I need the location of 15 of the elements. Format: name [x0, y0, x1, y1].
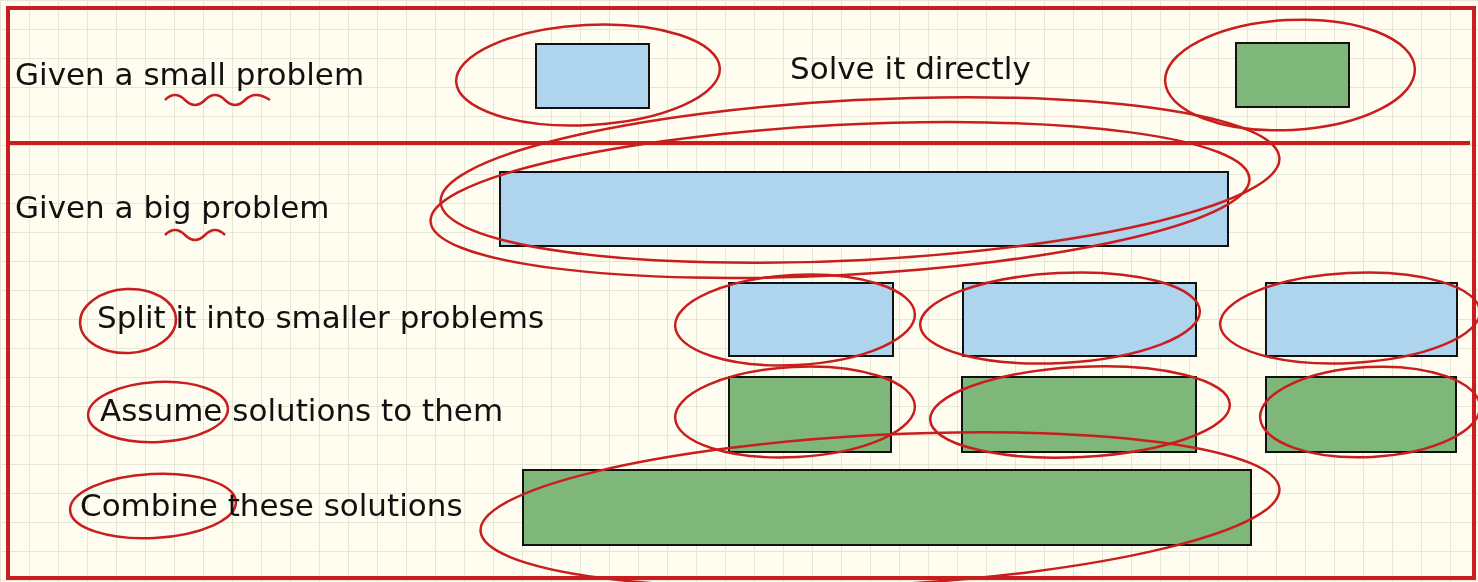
problem-block [535, 43, 650, 109]
solution-block [522, 469, 1252, 546]
step-text: Split it into smaller problems [97, 299, 545, 337]
problem-block [962, 282, 1197, 357]
problem-block [499, 171, 1229, 247]
solution-block [1235, 42, 1350, 108]
solution-block [728, 376, 892, 453]
solution-block [1265, 376, 1457, 453]
solution-block [961, 376, 1197, 453]
step-text: Solve it directly [790, 50, 1031, 88]
step-text: Assume solutions to them [100, 392, 504, 430]
problem-block [728, 282, 894, 357]
step-text: Given a big problem [15, 189, 330, 227]
problem-block [1265, 282, 1458, 357]
step-text: Given a small problem [15, 56, 365, 94]
